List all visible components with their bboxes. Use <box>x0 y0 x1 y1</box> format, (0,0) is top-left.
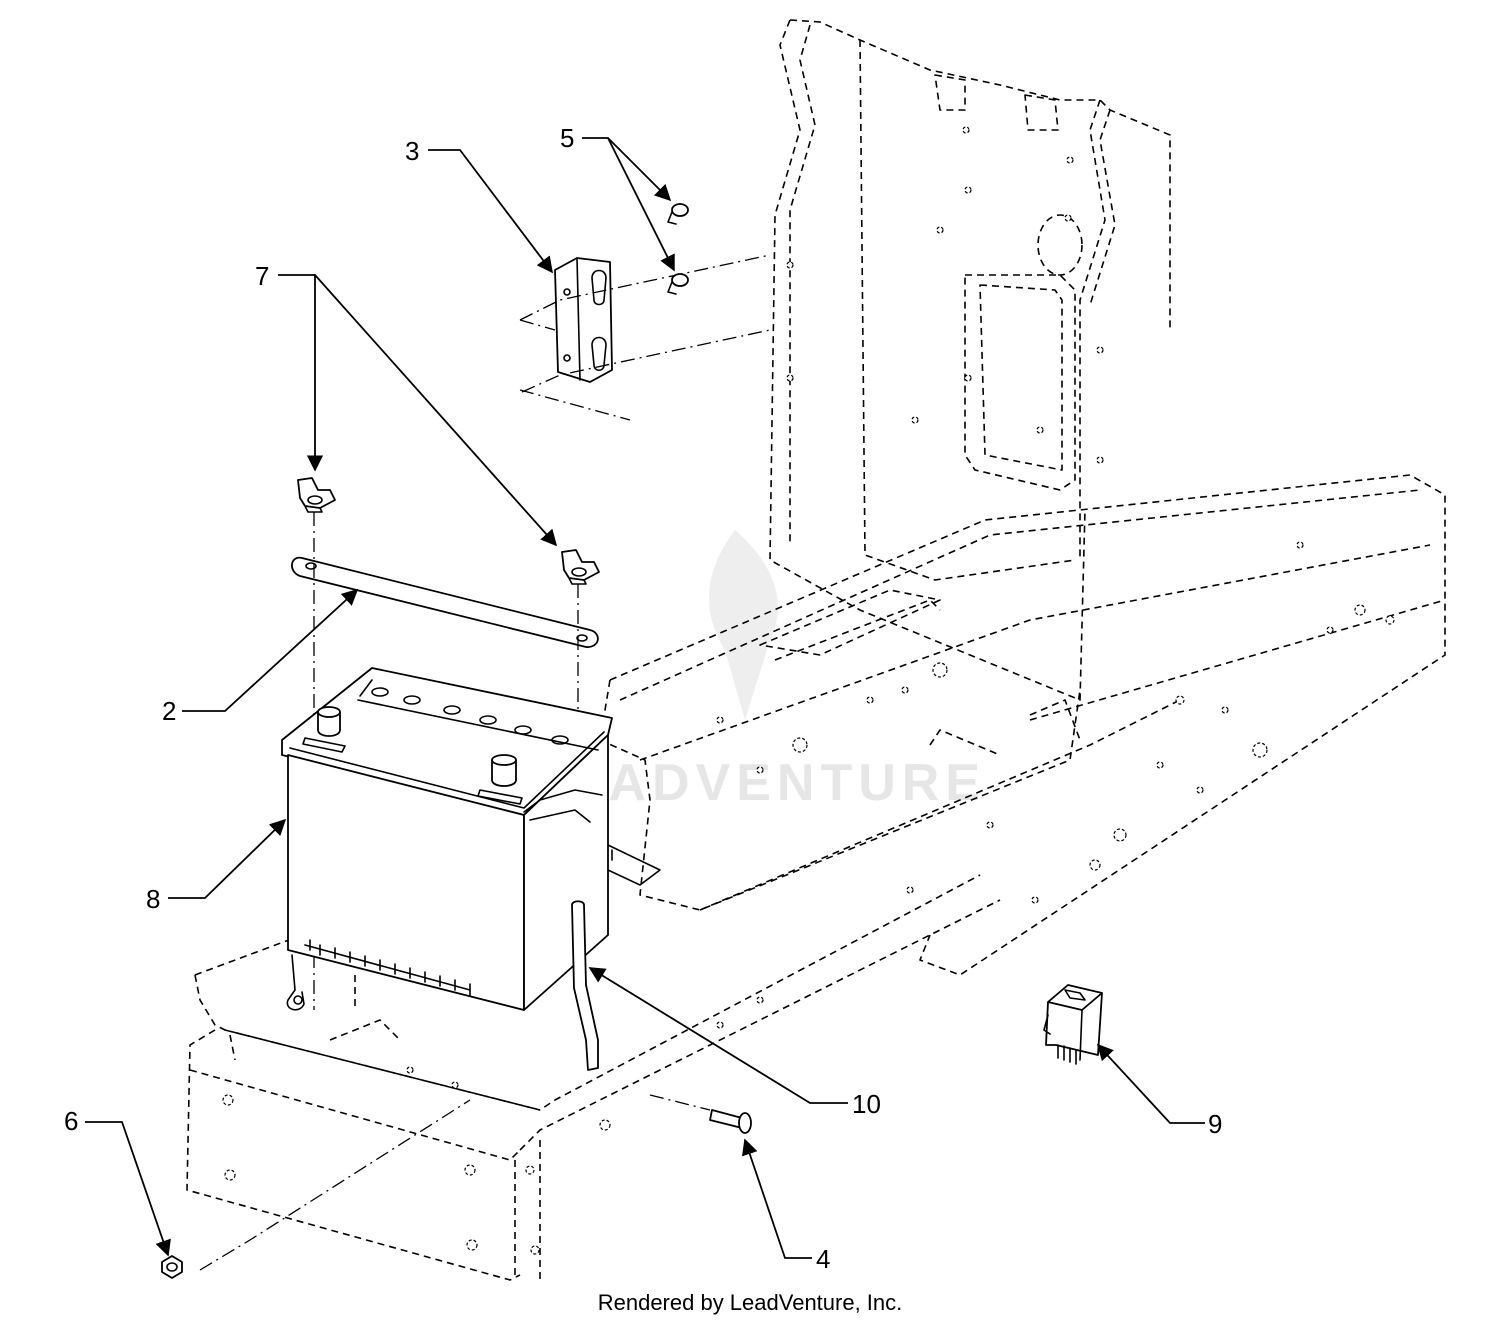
rocker-switch <box>1043 984 1103 1065</box>
bolt-lower <box>667 273 689 295</box>
battery-tray <box>607 844 661 886</box>
callout-8: 8 <box>146 818 287 914</box>
footer-credit: Rendered by LeadVenture, Inc. <box>597 1290 903 1315</box>
callout-10: 10 <box>588 967 881 1119</box>
callout-5-leader-b <box>607 137 675 272</box>
callout-4-leader <box>742 1138 812 1259</box>
callout-3-leader <box>428 149 553 274</box>
frame-upright <box>769 19 1171 701</box>
bolt-upper <box>667 203 689 225</box>
battery-bracket <box>519 254 771 421</box>
callout-4: 4 <box>742 1138 830 1274</box>
callout-2-leader <box>182 588 359 712</box>
callout-10-leader <box>588 967 848 1104</box>
wing-nut-right <box>561 549 600 585</box>
callout-9-leader <box>1096 1043 1205 1124</box>
callout-3: 3 <box>405 136 553 274</box>
battery-terminal-negative <box>302 706 346 753</box>
callout-4-label: 4 <box>816 1244 830 1274</box>
frame-channel <box>599 474 1446 976</box>
callout-7-leader-b <box>314 274 558 547</box>
flange-nut <box>161 1099 471 1279</box>
wing-nut-left <box>297 477 336 513</box>
callout-6-leader <box>85 1121 171 1257</box>
callout-7: 7 <box>255 261 558 547</box>
callout-7-leader-a <box>278 274 324 472</box>
callout-6-label: 6 <box>64 1106 78 1136</box>
callout-9-label: 9 <box>1208 1109 1222 1139</box>
carriage-bolt <box>649 1094 752 1134</box>
callout-8-label: 8 <box>146 884 160 914</box>
battery-rod <box>571 900 599 1071</box>
callout-9: 9 <box>1096 1043 1222 1139</box>
watermark-logo-icon <box>708 530 778 720</box>
callout-5-leader-a <box>582 137 672 202</box>
callout-2: 2 <box>162 588 359 726</box>
callout-3-label: 3 <box>405 136 419 166</box>
battery-hold-down <box>291 556 599 648</box>
callout-6: 6 <box>64 1106 171 1257</box>
callout-8-leader <box>168 818 287 899</box>
callout-10-label: 10 <box>852 1089 881 1119</box>
battery <box>281 667 613 1011</box>
callout-7-label: 7 <box>255 261 269 291</box>
battery-terminal-positive <box>477 754 523 805</box>
callout-2-label: 2 <box>162 696 176 726</box>
callout-5: 5 <box>560 123 675 272</box>
bracket-bolts <box>667 203 689 295</box>
callout-5-label: 5 <box>560 123 574 153</box>
